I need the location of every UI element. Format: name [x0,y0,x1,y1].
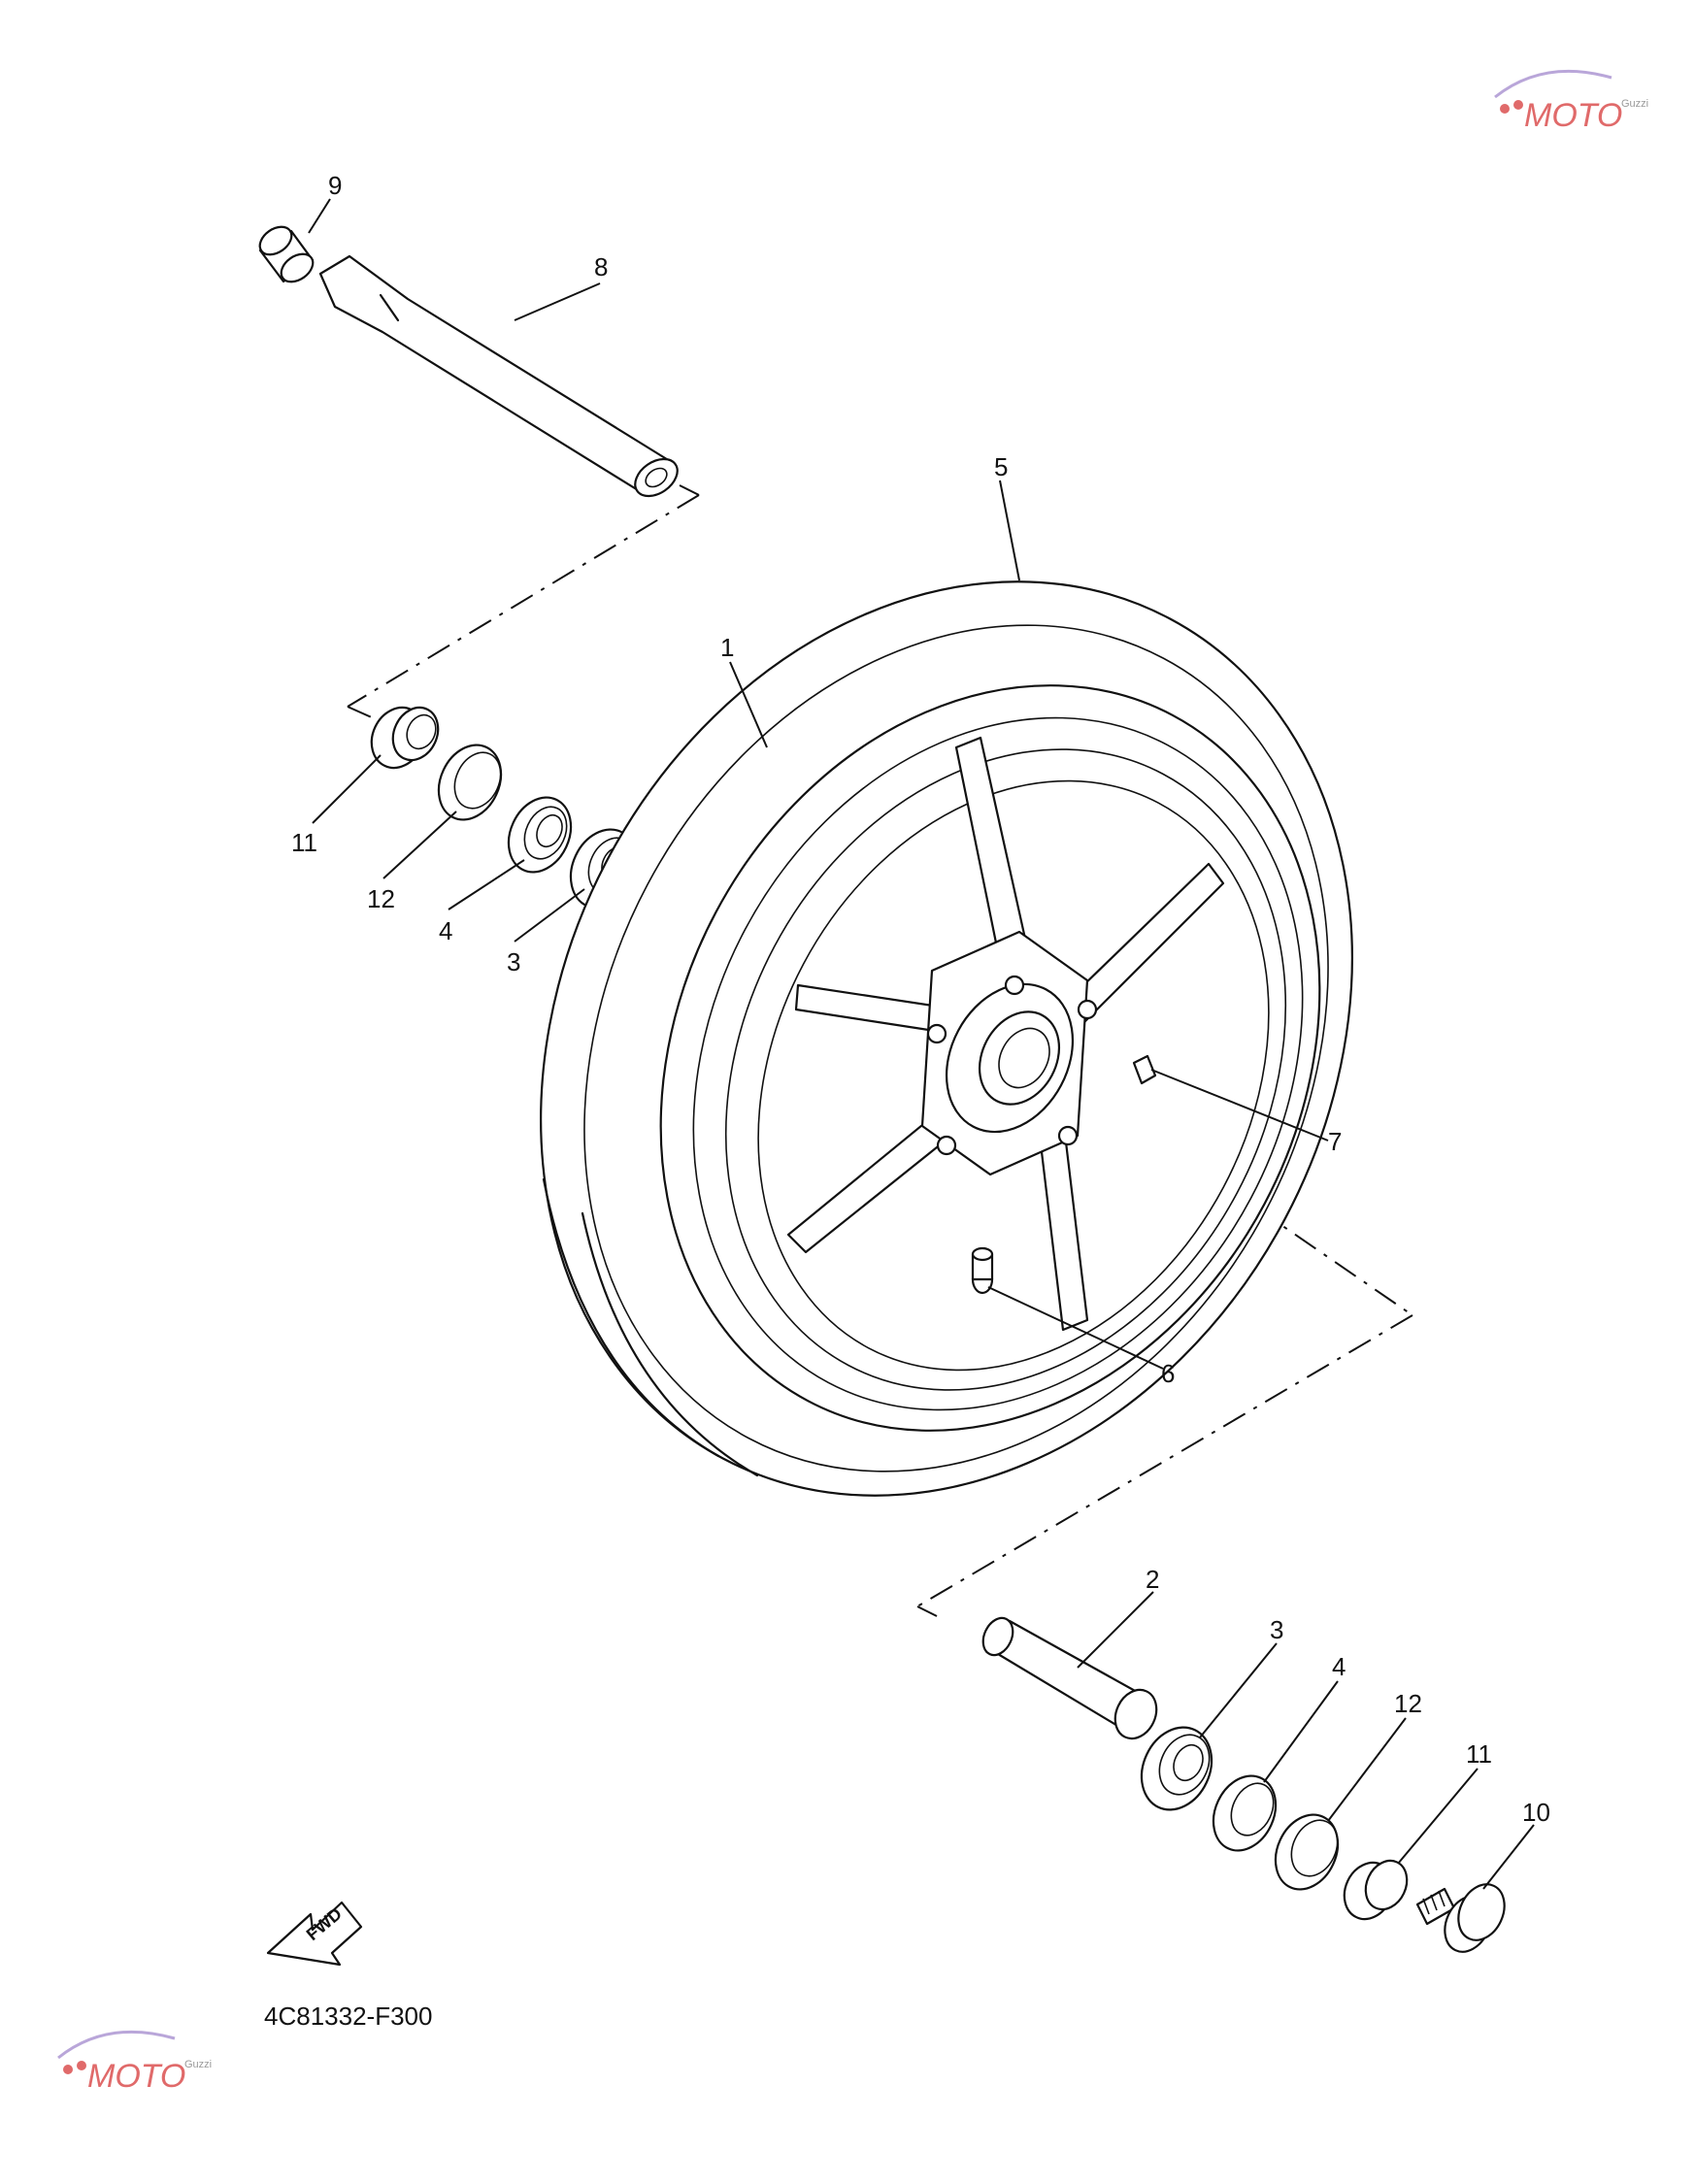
svg-text:MOTO: MOTO [1524,97,1622,134]
svg-text:Guzzi: Guzzi [184,2059,212,2070]
callout-12-left: 12 [367,884,395,913]
leader-lines [308,198,1535,1890]
part-4-bearing-left [507,796,573,874]
callout-3-left: 3 [507,947,520,976]
callout-11-left: 11 [291,828,317,857]
diagram-code: 4C81332-F300 [264,2002,432,2031]
part-10-bolt [1415,1883,1506,1953]
callout-8: 8 [594,252,608,281]
callout-12-right: 12 [1394,1689,1422,1718]
callout-9: 9 [328,171,342,200]
part-12-seal-left [437,744,503,821]
watermark-logo-top: MOTO Guzzi [1494,69,1648,134]
callout-7: 7 [1328,1127,1342,1156]
watermark-logo-bottom: MOTO Guzzi [57,2030,212,2095]
part-7-balance-weight [1132,1054,1157,1085]
part-9-collar [258,225,315,283]
svg-text:Guzzi: Guzzi [1621,98,1648,110]
part-4-bearing-right [1212,1774,1278,1852]
part-2-spacer [981,1616,1158,1740]
callout-11-right: 11 [1466,1739,1492,1769]
part-8-axle [318,254,679,498]
callout-2: 2 [1146,1565,1159,1594]
wheel-hub [920,930,1098,1176]
callout-5: 5 [994,452,1008,481]
svg-text:MOTO: MOTO [87,2058,185,2095]
part-6-valve [971,1246,994,1295]
callout-6: 6 [1161,1359,1175,1388]
callout-10: 10 [1522,1798,1550,1827]
part-3-bearing-right [1140,1726,1213,1811]
part-11-collar-left [370,706,440,770]
callout-labels: 9 8 5 1 11 12 4 3 7 6 2 3 4 12 11 10 [291,171,1550,1827]
callout-1: 1 [720,633,734,662]
callout-4-left: 4 [439,916,452,945]
part-11-collar-right [1343,1859,1409,1921]
callout-4-right: 4 [1332,1652,1346,1681]
forward-direction-arrow: FWD [266,1901,363,1967]
part-12-seal-right [1274,1813,1340,1891]
callout-3-right: 3 [1270,1615,1283,1644]
